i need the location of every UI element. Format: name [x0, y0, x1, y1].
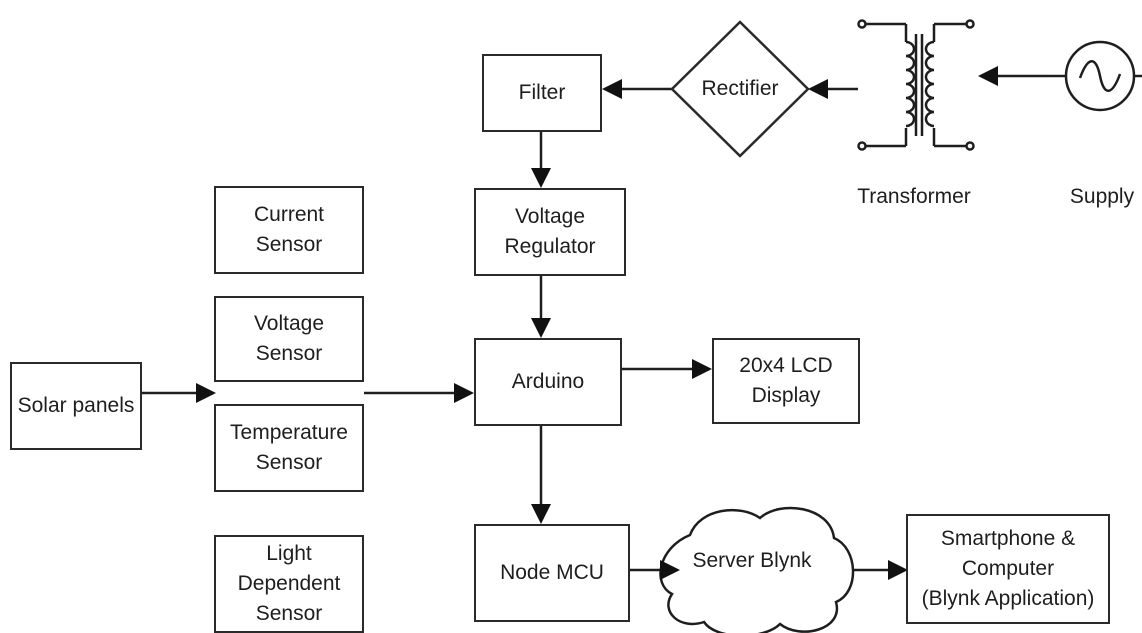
- arrowhead-to-transformer: [978, 66, 998, 86]
- server-cloud-shape: [659, 506, 855, 633]
- arrowhead-to-sensors: [196, 383, 216, 403]
- arrowhead-to-nodemcu: [531, 504, 551, 524]
- arrowhead-to-server: [660, 560, 680, 580]
- solar-panels-block: Solar panels: [10, 362, 142, 450]
- arrowhead-to-smartphone: [888, 560, 908, 580]
- temperature-sensor-block: Temperature Sensor: [214, 404, 364, 492]
- current-sensor-block: Current Sensor: [214, 186, 364, 274]
- arrowhead-to-regulator: [531, 168, 551, 188]
- rectifier-label: Rectifier: [701, 77, 779, 100]
- voltage-regulator-block: Voltage Regulator: [474, 188, 626, 276]
- arrowhead-to-arduino-top: [531, 318, 551, 338]
- voltage-sensor-block: Voltage Sensor: [214, 296, 364, 382]
- arrowhead-to-filter: [602, 79, 622, 99]
- arrowhead-to-lcd: [692, 359, 712, 379]
- supply-label: Supply: [1069, 185, 1135, 208]
- arrowhead-to-rectifier: [808, 79, 828, 99]
- light-dependent-sensor-block: Light Dependent Sensor: [214, 535, 364, 633]
- transformer-icon: [866, 22, 966, 148]
- arduino-block: Arduino: [474, 338, 622, 426]
- transformer-label: Transformer: [857, 185, 971, 208]
- lcd-display-block: 20x4 LCD Display: [712, 338, 860, 424]
- rectifier-diamond: [670, 20, 810, 158]
- sine-wave-icon: [1078, 60, 1122, 92]
- filter-block: Filter: [482, 54, 602, 132]
- smartphone-computer-block: Smartphone & Computer (Blynk Application…: [906, 514, 1110, 624]
- arrowhead-to-arduino-left: [454, 383, 474, 403]
- node-mcu-block: Node MCU: [474, 524, 630, 622]
- server-blynk-label: Server Blynk: [692, 549, 812, 572]
